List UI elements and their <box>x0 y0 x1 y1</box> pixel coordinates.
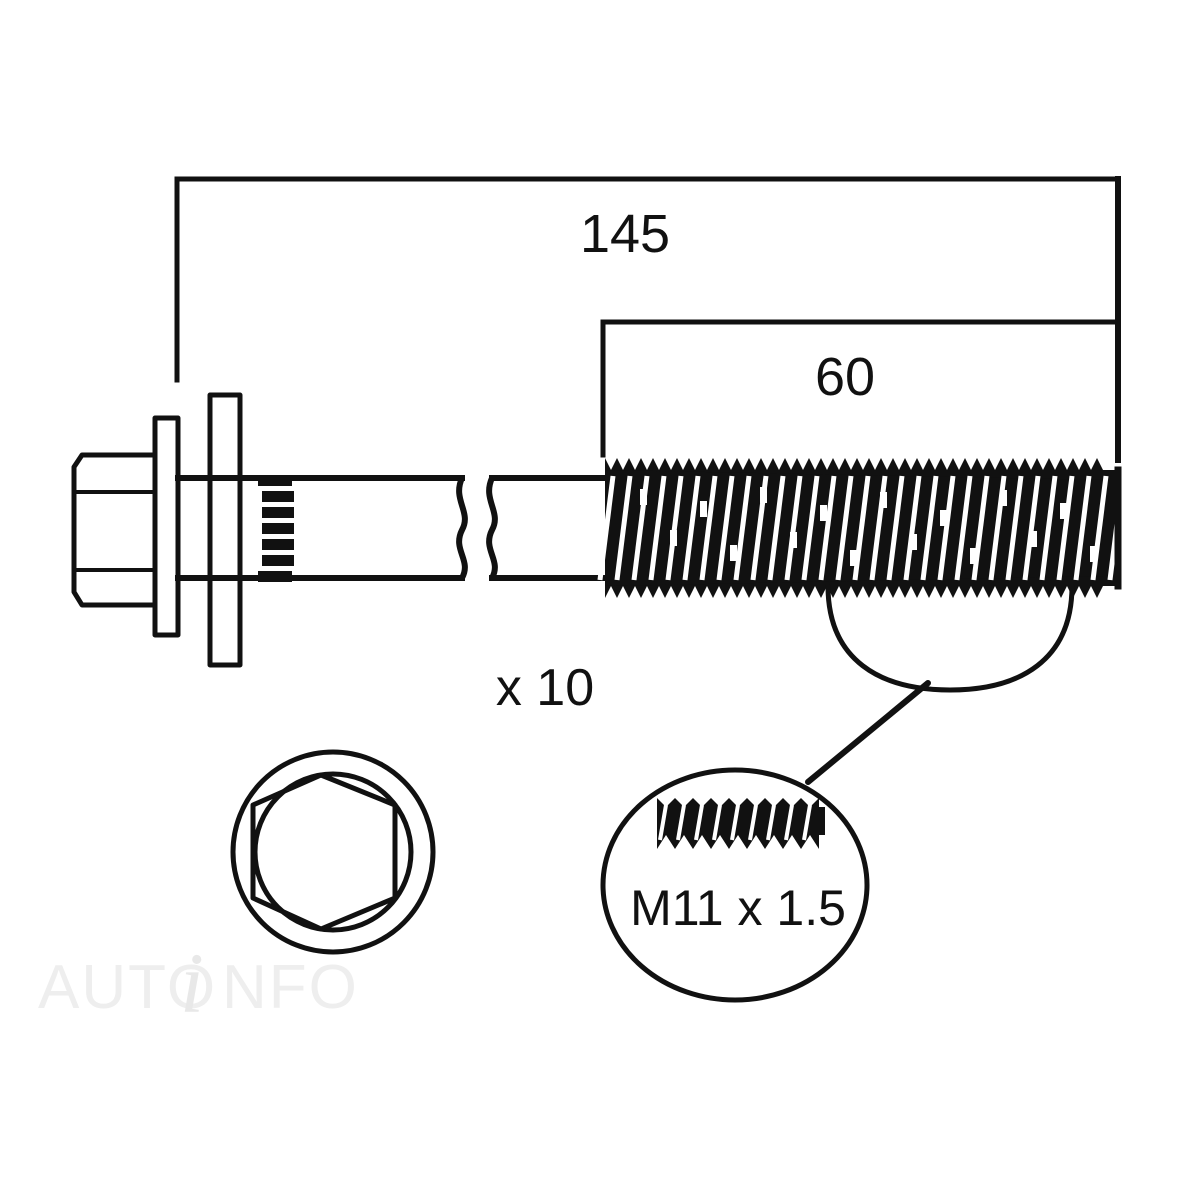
thread-profile-icon <box>657 798 825 849</box>
outer-circle <box>230 749 436 955</box>
magnifier-ellipse <box>825 583 1075 693</box>
dimension-145-label: 145 <box>580 204 670 264</box>
threaded-section <box>597 458 1126 598</box>
quantity-label: x 10 <box>496 659 594 717</box>
break-symbol <box>456 475 498 581</box>
inner-circle <box>252 771 414 933</box>
dimension-145: 145 <box>174 176 1121 383</box>
watermark: AUTO i NFO <box>38 935 359 1031</box>
callout-leader-line <box>805 680 931 785</box>
watermark-text-i: i <box>180 935 204 1031</box>
knurl-band <box>258 475 294 582</box>
dimension-60: 60 <box>600 319 1121 458</box>
callout-bubble <box>600 767 870 1003</box>
hexagon-socket <box>250 772 398 932</box>
flange-plate <box>152 415 181 638</box>
thread-spec-callout: M11 x 1.5 <box>600 767 870 1003</box>
hex-head <box>71 452 158 608</box>
thread-spec-label: M11 x 1.5 <box>630 880 846 936</box>
watermark-text-auto: AUTO <box>38 953 217 1022</box>
hex-socket-end-view <box>230 749 436 955</box>
washer-plate <box>207 392 243 668</box>
bolt-side-view <box>71 392 1126 785</box>
watermark-text-nfo: NFO <box>222 953 359 1022</box>
dimension-60-label: 60 <box>815 347 875 407</box>
